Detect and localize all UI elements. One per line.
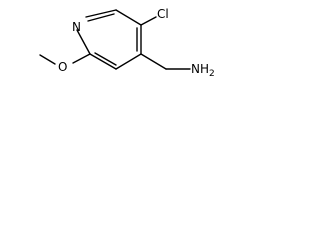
double-bond-c2-c3 bbox=[94, 52, 117, 66]
amine-nh-text: NH bbox=[191, 62, 209, 76]
molecule-svg: N Cl O NH2 bbox=[39, 7, 215, 79]
bond-c3-c4 bbox=[115, 53, 142, 70]
bond-c2-o bbox=[72, 53, 91, 64]
bond-c2-c3 bbox=[89, 53, 117, 70]
bond-c6-n bbox=[85, 9, 117, 18]
ring-nitrogen-label: N bbox=[72, 20, 81, 34]
amine-subscript: 2 bbox=[209, 69, 215, 79]
structure-diagram: N Cl O NH2 bbox=[0, 0, 235, 97]
bond-c4-ch2 bbox=[140, 53, 167, 70]
amine-label: NH2 bbox=[191, 62, 215, 79]
bond-n-c2 bbox=[76, 29, 91, 55]
bond-c5-c6 bbox=[115, 9, 142, 26]
chlorine-label: Cl bbox=[157, 7, 169, 21]
bond-o-ch3 bbox=[39, 54, 56, 65]
bond-c5-cl bbox=[140, 16, 157, 26]
double-bond-c6-n bbox=[87, 13, 115, 22]
oxygen-label: O bbox=[58, 60, 67, 74]
